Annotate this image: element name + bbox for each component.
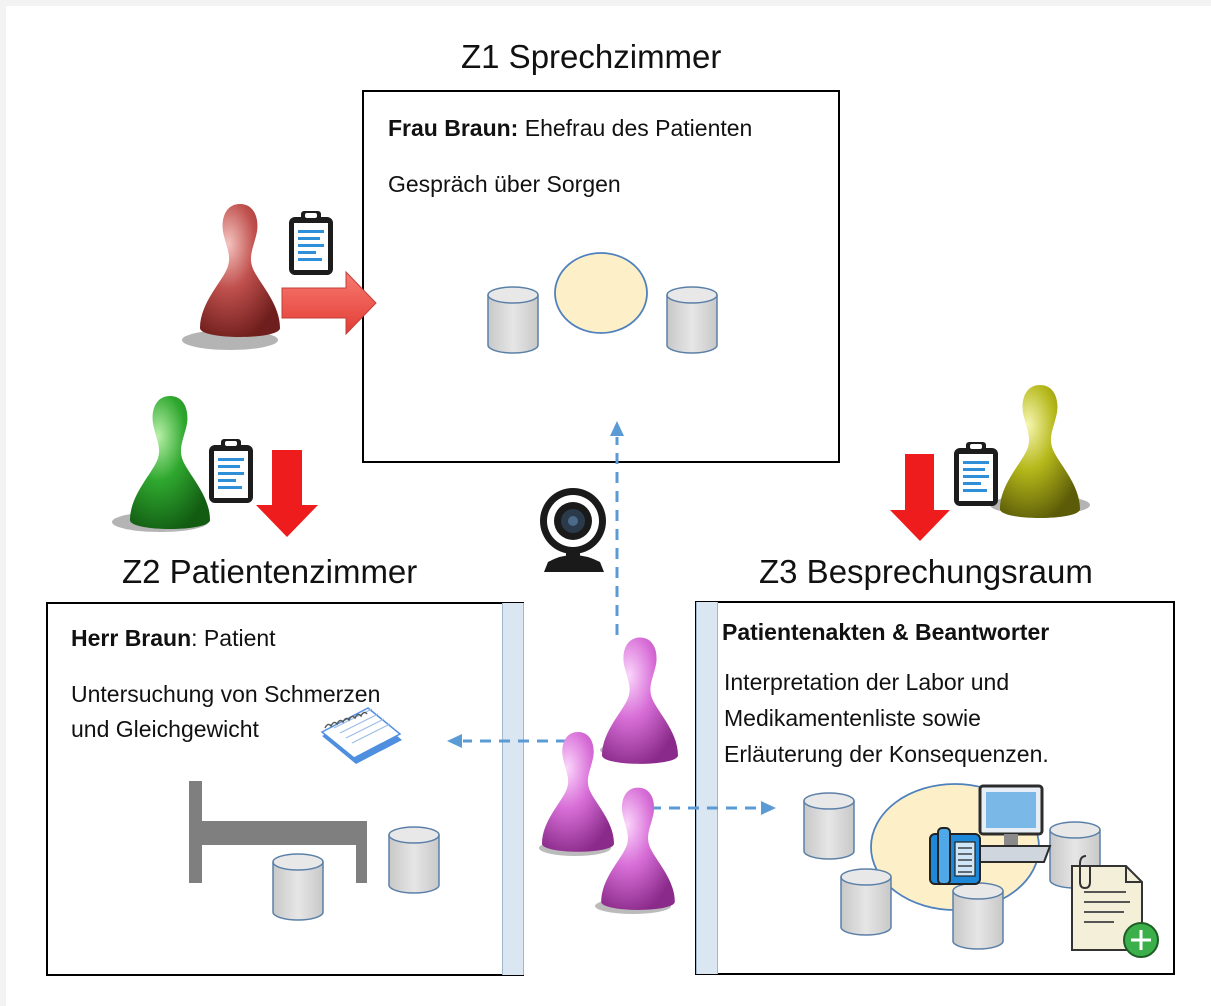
- computer-icon: [970, 784, 1052, 863]
- clipboard-icon-green: [209, 439, 253, 503]
- z2-person: Herr Braun: Patient: [71, 620, 276, 656]
- z2-window-pane: [502, 603, 524, 975]
- red-arrow-down-icon-right: [890, 454, 950, 541]
- z1-person: Frau Braun: Ehefrau des Patienten: [388, 110, 752, 146]
- telephone-icon: [929, 827, 981, 885]
- bed-icon: [189, 781, 367, 883]
- z2-title: Z2 Patientenzimmer: [122, 553, 418, 590]
- z2-person-name: Herr Braun: [71, 625, 192, 651]
- z1-person-name: Frau Braun:: [388, 115, 519, 141]
- z3-line1: Interpretation der Labor und: [724, 669, 1010, 695]
- webcam-icon: [540, 488, 606, 572]
- z2-person-role: : Patient: [191, 625, 276, 651]
- z1-title: Z1 Sprechzimmer: [461, 38, 722, 75]
- clipboard-icon-red: [289, 211, 333, 275]
- z2-stool-right-icon: [388, 826, 440, 894]
- z3-heading: Patientenakten & Beantworter: [722, 619, 1050, 645]
- document-add-icon: [1071, 855, 1159, 958]
- z3-window-pane: [696, 602, 718, 974]
- dashed-arrow-right: [650, 801, 776, 815]
- notepad-icon: [320, 707, 402, 764]
- z3-stool-1-icon: [803, 792, 855, 860]
- dashed-arrow-up: [610, 421, 624, 635]
- z2-activity-line1: Untersuchung von Schmerzen: [71, 681, 381, 707]
- z3-title: Z3 Besprechungsraum: [759, 553, 1093, 590]
- red-arrow-down-icon-left: [256, 450, 318, 537]
- z2-stool-left-icon: [272, 853, 324, 921]
- z1-activity: Gespräch über Sorgen: [388, 171, 621, 197]
- dashed-arrow-left: [447, 734, 567, 748]
- z3-line3: Erläuterung der Konsequenzen.: [724, 741, 1049, 767]
- z3-stool-3-icon: [952, 882, 1004, 950]
- pink-pawn-figure-icon-top: [600, 637, 679, 764]
- red-arrow-right-icon: [281, 270, 377, 336]
- z3-stool-2-icon: [840, 868, 892, 936]
- z3-line2: Medikamentenliste sowie: [724, 705, 981, 731]
- clipboard-icon-yellow: [954, 442, 998, 506]
- yellow-pawn-figure-icon: [990, 385, 1090, 518]
- red-pawn-figure-icon: [182, 204, 280, 350]
- pink-pawn-figure-icon-bottom: [595, 787, 675, 914]
- z1-stool-left-icon: [487, 286, 539, 354]
- room-z1: [362, 90, 840, 463]
- green-pawn-figure-icon: [112, 396, 210, 532]
- z1-table: [554, 252, 648, 334]
- z1-person-role: Ehefrau des Patienten: [518, 115, 753, 141]
- pink-pawn-figure-icon-left: [539, 732, 614, 856]
- z1-stool-right-icon: [666, 286, 718, 354]
- z2-activity-line2: und Gleichgewicht: [71, 716, 259, 742]
